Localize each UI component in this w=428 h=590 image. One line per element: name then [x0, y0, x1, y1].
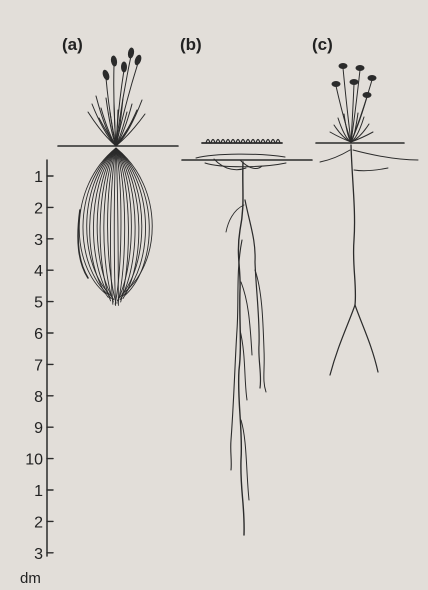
depth-tick-label: 8: [34, 389, 43, 406]
plant-c-flower: [368, 75, 377, 81]
depth-tick-label: 9: [34, 420, 43, 437]
depth-unit-label: dm: [20, 570, 41, 587]
plant-c-flower: [339, 63, 348, 69]
plant-c-flower: [332, 81, 341, 87]
depth-tick-label: 4: [34, 263, 43, 280]
depth-tick-label: 2: [34, 200, 43, 217]
depth-tick-label: 10: [25, 452, 43, 469]
plant-c-flower: [350, 79, 359, 85]
depth-tick-label: 1: [34, 483, 43, 500]
depth-tick-label: 7: [34, 357, 43, 374]
depth-tick-label: 2: [34, 514, 43, 531]
depth-tick-label: 3: [34, 232, 43, 249]
depth-tick-label: 3: [34, 546, 43, 563]
plant-c-flower: [356, 65, 365, 71]
panel-label-a: (a): [62, 35, 83, 54]
plant-c-flower: [363, 92, 372, 98]
depth-tick-label: 1: [34, 169, 43, 186]
panel-label-c: (c): [312, 35, 333, 54]
depth-tick-label: 6: [34, 326, 43, 343]
panel-label-b: (b): [180, 35, 202, 54]
depth-tick-label: 5: [34, 295, 43, 312]
plant-a-seedhead: [121, 62, 127, 73]
